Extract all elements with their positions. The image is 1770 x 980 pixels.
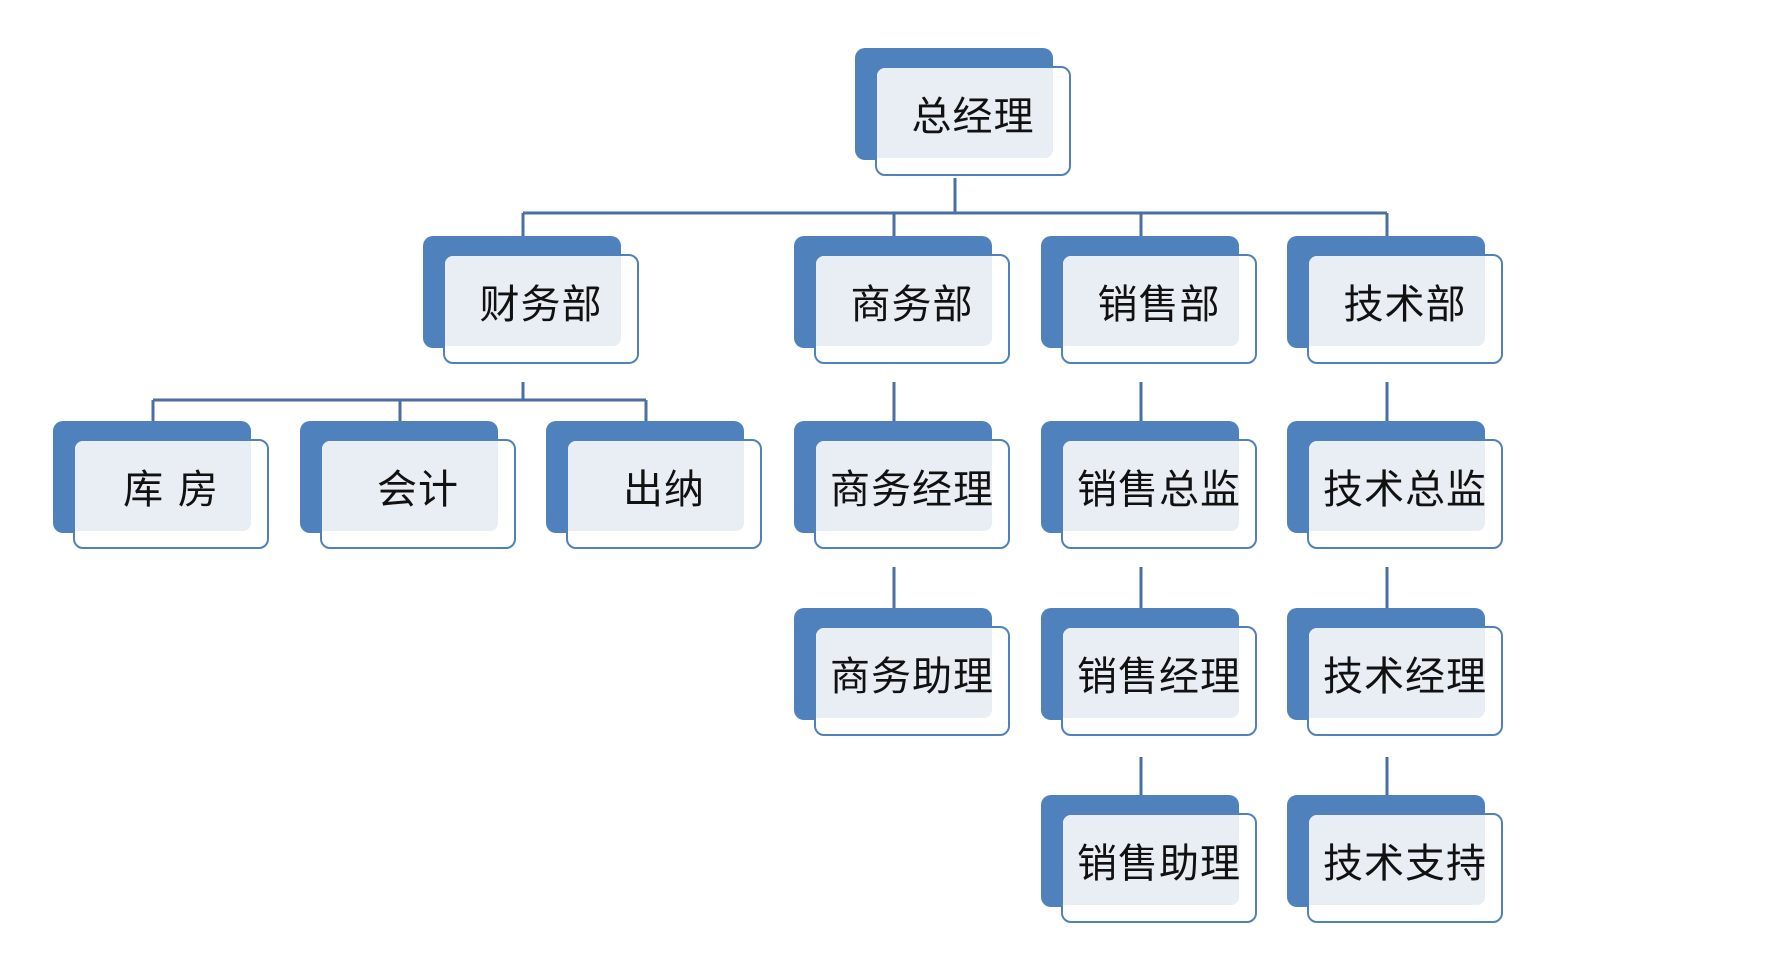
node-card (1061, 439, 1257, 549)
node-label: 出纳 (623, 467, 705, 513)
node-label: 总经理 (911, 94, 1035, 140)
node-label: 技术支持 (1323, 841, 1487, 887)
node-card (1307, 254, 1503, 364)
node-tech-manager: 技术经理 (1287, 608, 1503, 738)
node-card (1307, 626, 1503, 736)
node-label: 商务助理 (830, 654, 994, 700)
node-card (814, 626, 1010, 736)
node-label: 技术部 (1343, 282, 1467, 328)
node-label: 技术总监 (1323, 467, 1487, 513)
node-label: 商务经理 (830, 467, 994, 513)
node-sales-assistant: 销售助理 (1041, 795, 1257, 925)
node-label: 销售助理 (1077, 841, 1241, 887)
node-label: 销售总监 (1077, 467, 1241, 513)
node-card (320, 439, 516, 549)
node-card (73, 439, 269, 549)
node-commerce-manager: 商务经理 (794, 421, 1010, 551)
node-accounting: 会计 (300, 421, 516, 551)
node-sales-manager: 销售经理 (1041, 608, 1257, 738)
node-tech-director: 技术总监 (1287, 421, 1503, 551)
node-card (1307, 813, 1503, 923)
node-card (814, 254, 1010, 364)
node-card (443, 254, 639, 364)
node-finance-dept: 财务部 (423, 236, 639, 366)
node-sales-director: 销售总监 (1041, 421, 1257, 551)
node-general-manager: 总经理 (855, 48, 1071, 178)
node-commerce-assistant: 商务助理 (794, 608, 1010, 738)
node-label: 财务部 (479, 282, 603, 328)
node-card (1061, 254, 1257, 364)
node-label: 销售经理 (1077, 654, 1241, 700)
node-card (1307, 439, 1503, 549)
node-card (1061, 626, 1257, 736)
node-card (1061, 813, 1257, 923)
node-card (814, 439, 1010, 549)
node-cashier: 出纳 (546, 421, 762, 551)
node-commerce-dept: 商务部 (794, 236, 1010, 366)
node-label: 销售部 (1097, 282, 1221, 328)
node-card (566, 439, 762, 549)
node-label: 库 房 (123, 467, 219, 513)
node-sales-dept: 销售部 (1041, 236, 1257, 366)
node-warehouse: 库 房 (53, 421, 269, 551)
node-tech-support: 技术支持 (1287, 795, 1503, 925)
node-label: 商务部 (850, 282, 974, 328)
node-tech-dept: 技术部 (1287, 236, 1503, 366)
node-card (875, 66, 1071, 176)
node-label: 会计 (377, 467, 459, 513)
node-label: 技术经理 (1323, 654, 1487, 700)
